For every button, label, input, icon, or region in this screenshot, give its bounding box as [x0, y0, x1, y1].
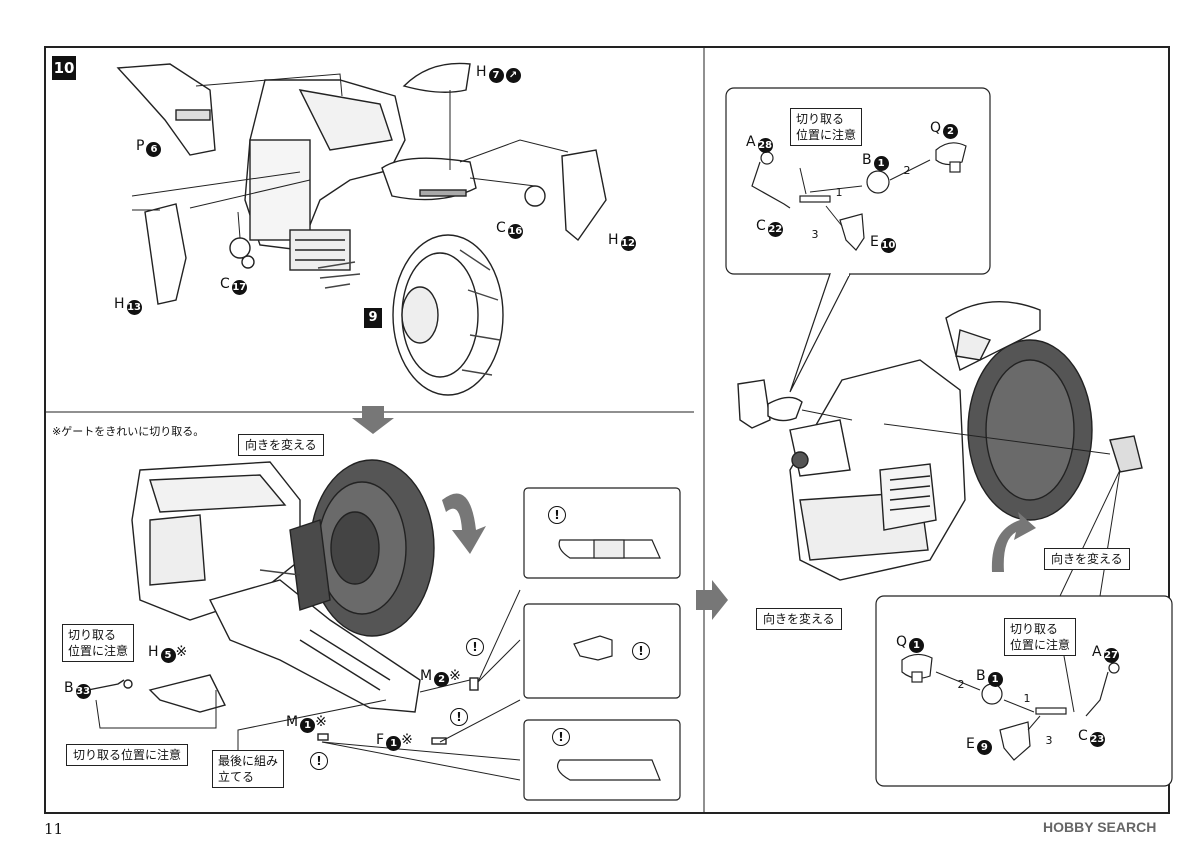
- arrow-right-icon: [696, 580, 728, 620]
- exclamation-icon: !: [632, 642, 650, 660]
- step-number: 10: [52, 56, 76, 80]
- turn-label-right-a: 向きを変える: [756, 608, 842, 630]
- watermark-logo: HOBBY SEARCH: [1043, 819, 1157, 835]
- bike-top-illustration: [116, 62, 607, 396]
- exclamation-icon: !: [310, 752, 328, 770]
- exclamation-icon: !: [552, 728, 570, 746]
- step-hex-2: 2: [903, 164, 911, 177]
- right-leader-lines: [801, 409, 1121, 597]
- exclamation-icon: !: [466, 638, 484, 656]
- rotate-arrow-icon: [442, 493, 486, 554]
- bottom-left-leader-lines: [95, 589, 521, 781]
- instruction-frame: [44, 46, 1170, 814]
- cut-position-caution: 切り取る 位置に注意: [62, 624, 135, 662]
- gate-note: ※ゲートをきれいに切り取る。: [52, 425, 205, 438]
- cut-caution-top-right: 切り取る 位置に注意: [790, 108, 863, 146]
- sub-step-ref: 9: [364, 308, 382, 328]
- turn-label: 向きを変える: [238, 434, 324, 456]
- step-hex-1: 1: [835, 186, 843, 199]
- top-right-arrows: [799, 159, 931, 227]
- step-hex-2b: 2: [957, 678, 965, 691]
- exclamation-icon: !: [548, 506, 566, 524]
- bottom-right-parts: [901, 653, 1120, 761]
- turn-label-right-b: 向きを変える: [1044, 548, 1130, 570]
- step-hex-1b: 1: [1023, 692, 1031, 705]
- arrow-down-icon: [352, 406, 394, 434]
- exclamation-icon: !: [450, 708, 468, 726]
- bike-right-illustration: [737, 301, 1143, 581]
- cut-caution-bottom-right: 切り取る 位置に注意: [1004, 618, 1077, 656]
- cut-position-caution-long: 切り取る位置に注意: [66, 744, 189, 766]
- assemble-last-note: 最後に組み 立てる: [212, 750, 285, 788]
- gate-detail-boxes: [523, 487, 681, 801]
- step-hex-3b: 3: [1045, 734, 1053, 747]
- top-right-parts: [751, 142, 967, 251]
- top-leader-lines: [131, 73, 569, 239]
- step-hex-3: 3: [811, 228, 819, 241]
- rotate-arrow-icon-2: [991, 512, 1036, 572]
- bottom-right-arrows: [935, 655, 1075, 731]
- page-number: 11: [44, 820, 64, 838]
- bike-bottom-illustration: [87, 459, 479, 745]
